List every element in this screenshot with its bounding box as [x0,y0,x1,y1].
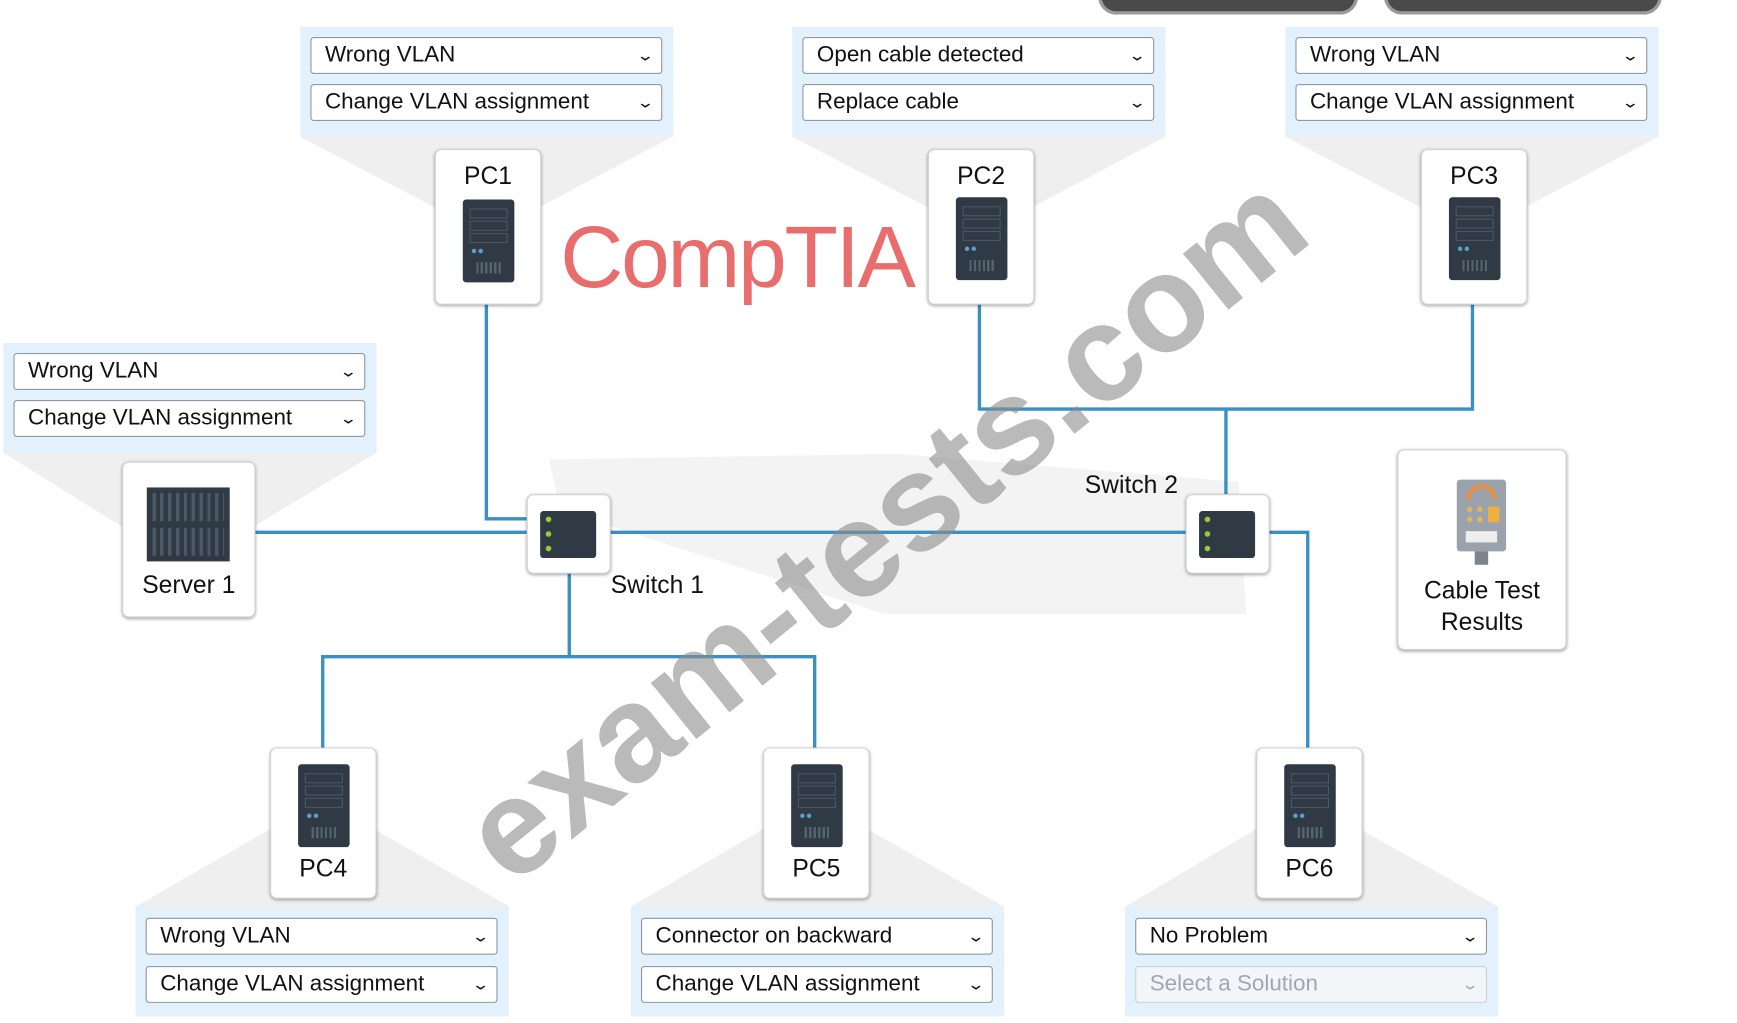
pc1-solution-select[interactable]: Change VLAN assignment ⌄ [310,84,663,122]
switch-1[interactable] [526,494,611,574]
chevron-down-icon: ⌄ [471,926,491,945]
pc5-dropdown-panel: Connector on backward ⌄ Change VLAN assig… [630,906,1005,1017]
pc6-dropdown-panel: No Problem ⌄ Select a Solution ⌄ [1125,906,1499,1017]
pc5-problem-select[interactable]: Connector on backward ⌄ [640,917,993,955]
chevron-down-icon: ⌄ [1621,45,1640,64]
pc6-label: PC6 [1285,853,1334,882]
chevron-down-icon: ⌄ [636,93,655,111]
server1-solution-select[interactable]: Change VLAN assignment ⌄ [13,400,366,438]
pc4-label: PC4 [299,853,348,882]
pc1-device[interactable]: PC1 [434,149,542,305]
selected-value: Open cable detected [816,42,1024,68]
pc1-label: PC1 [464,161,512,190]
server1-device[interactable]: Server 1 [122,461,256,618]
chevron-down-icon: ⌄ [636,45,655,64]
selected-value: Wrong VLAN [28,358,159,384]
server1-problem-select[interactable]: Wrong VLAN ⌄ [13,352,366,390]
pc6-solution-select[interactable]: Select a Solution ⌄ [1135,965,1488,1003]
pc3-label: PC3 [1450,161,1499,190]
pc4-problem-select[interactable]: Wrong VLAN ⌄ [145,917,498,955]
pc2-problem-select[interactable]: Open cable detected ⌄ [802,36,1155,74]
pc3-dropdown-panel: Wrong VLAN ⌄ Change VLAN assignment ⌄ [1285,26,1659,137]
link-switch2-pc6 [1268,530,1310,748]
selected-value: Wrong VLAN [1309,42,1441,68]
selected-value: Select a Solution [1149,971,1318,997]
cable-tester-icon [1456,479,1507,565]
chevron-down-icon: ⌄ [1128,45,1147,64]
chevron-down-icon: ⌄ [471,974,491,993]
pc-tower-icon [1448,197,1500,281]
pc2-solution-select[interactable]: Replace cable ⌄ [802,84,1155,122]
link-pc1-switch1 [484,302,527,521]
selected-value: Wrong VLAN [324,42,456,68]
chevron-down-icon: ⌄ [1461,974,1480,993]
link-pc4-pc5 [321,654,817,748]
server-rack-icon [146,487,230,562]
pc6-device[interactable]: PC6 [1256,747,1363,899]
pc-tower-icon [462,199,514,283]
pc2-label: PC2 [957,161,1006,190]
link-pc2-pc3 [977,302,1475,411]
chevron-down-icon: ⌄ [1621,93,1640,111]
pc6-problem-select[interactable]: No Problem ⌄ [1135,917,1488,955]
selected-value: Change VLAN assignment [324,89,590,115]
pc1-dropdown-panel: Wrong VLAN ⌄ Change VLAN assignment ⌄ [300,26,674,137]
chevron-down-icon: ⌄ [966,926,986,945]
pc4-solution-select[interactable]: Change VLAN assignment ⌄ [145,965,498,1003]
switch-1-label: Switch 1 [610,570,704,599]
pc4-device[interactable]: PC4 [270,747,377,899]
selected-value: Change VLAN assignment [1309,89,1575,115]
pc3-solution-select[interactable]: Change VLAN assignment ⌄ [1295,84,1648,122]
pc2-device[interactable]: PC2 [927,149,1035,305]
cable-test-label-line1: Cable Test [1423,575,1541,605]
pc3-device[interactable]: PC3 [1420,149,1528,305]
selected-value: No Problem [1149,923,1269,949]
selected-value: Wrong VLAN [160,923,291,949]
selected-value: Connector on backward [655,923,893,949]
pc-tower-icon [297,764,350,848]
selected-value: Change VLAN assignment [160,971,425,997]
switch-2-label: Switch 2 [1084,470,1178,499]
selected-value: Change VLAN assignment [655,971,920,997]
selected-value: Change VLAN assignment [28,405,293,431]
pc4-dropdown-panel: Wrong VLAN ⌄ Change VLAN assignment ⌄ [135,906,509,1017]
pc-tower-icon [790,764,843,848]
switch-icon [540,510,597,559]
chevron-down-icon: ⌄ [1128,93,1147,111]
cable-test-label-line2: Results [1440,607,1524,636]
pc-tower-icon [1283,764,1336,848]
server1-dropdown-panel: Wrong VLAN ⌄ Change VLAN assignment ⌄ [3,342,377,453]
selected-value: Replace cable [816,89,959,115]
pc-tower-icon [955,197,1007,281]
pc5-label: PC5 [792,853,841,882]
chevron-down-icon: ⌄ [1461,926,1480,945]
switch-2[interactable] [1185,494,1270,574]
pc2-dropdown-panel: Open cable detected ⌄ Replace cable ⌄ [792,26,1166,137]
server1-label: Server 1 [142,570,236,599]
chevron-down-icon: ⌄ [339,409,358,427]
cable-test-results-button[interactable]: Cable Test Results [1397,449,1567,650]
chevron-down-icon: ⌄ [966,974,986,993]
pc5-device[interactable]: PC5 [763,747,870,899]
pc3-problem-select[interactable]: Wrong VLAN ⌄ [1295,36,1648,74]
pc1-problem-select[interactable]: Wrong VLAN ⌄ [310,36,663,74]
chevron-down-icon: ⌄ [339,361,358,380]
pc5-solution-select[interactable]: Change VLAN assignment ⌄ [640,965,993,1003]
switch-icon [1199,510,1256,559]
